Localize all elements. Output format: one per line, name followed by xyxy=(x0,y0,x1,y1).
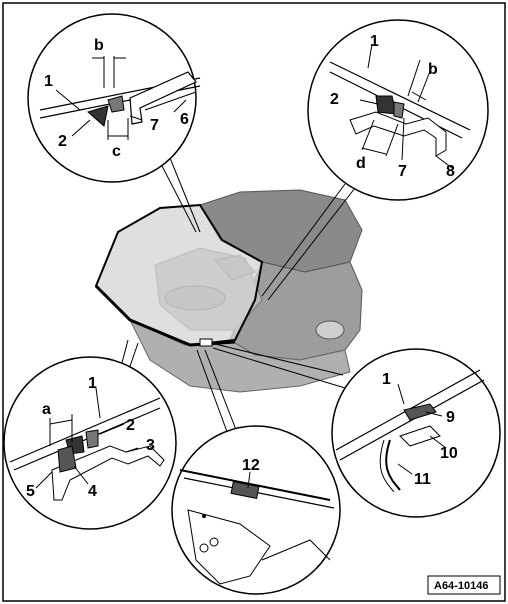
label-tl-b: b xyxy=(94,37,104,54)
label-tr-1: 1 xyxy=(370,33,379,50)
label-tr-7: 7 xyxy=(398,163,407,180)
label-bl-3: 3 xyxy=(146,437,155,454)
label-br-1: 1 xyxy=(382,371,391,388)
callout-marker-small xyxy=(199,338,213,347)
label-bm-12: 12 xyxy=(242,457,260,474)
label-tl-2: 2 xyxy=(58,133,67,150)
label-tl-c: c xyxy=(112,143,121,160)
label-tl-6: 6 xyxy=(180,111,189,128)
detail-circle-bottom-middle: 12 xyxy=(171,425,341,595)
label-tl-7: 7 xyxy=(150,117,159,134)
detail-circle-top-left: b 1 2 7 6 c xyxy=(27,13,201,183)
label-bl-4: 4 xyxy=(88,483,97,500)
detail-circle-bottom-left: 1 a 2 3 4 5 xyxy=(3,356,177,530)
label-br-11: 11 xyxy=(414,471,431,488)
label-tl-1: 1 xyxy=(44,73,53,90)
label-bl-a: a xyxy=(42,401,51,418)
detail-circle-top-right: 1 b 2 d 7 8 xyxy=(307,19,489,201)
label-br-9: 9 xyxy=(446,409,455,426)
label-br-10: 10 xyxy=(440,445,458,462)
label-tr-8: 8 xyxy=(446,163,455,180)
label-tr-2: 2 xyxy=(330,91,339,108)
figure-id-text: A64-10146 xyxy=(434,580,488,592)
label-bl-2: 2 xyxy=(126,417,135,434)
label-bl-1: 1 xyxy=(88,375,97,392)
label-tr-d: d xyxy=(356,155,366,172)
figure-id-box: A64-10146 xyxy=(427,575,501,595)
detail-circle-bottom-right: 1 9 10 11 xyxy=(331,348,501,518)
label-tr-b: b xyxy=(428,61,438,78)
label-bl-5: 5 xyxy=(26,483,35,500)
